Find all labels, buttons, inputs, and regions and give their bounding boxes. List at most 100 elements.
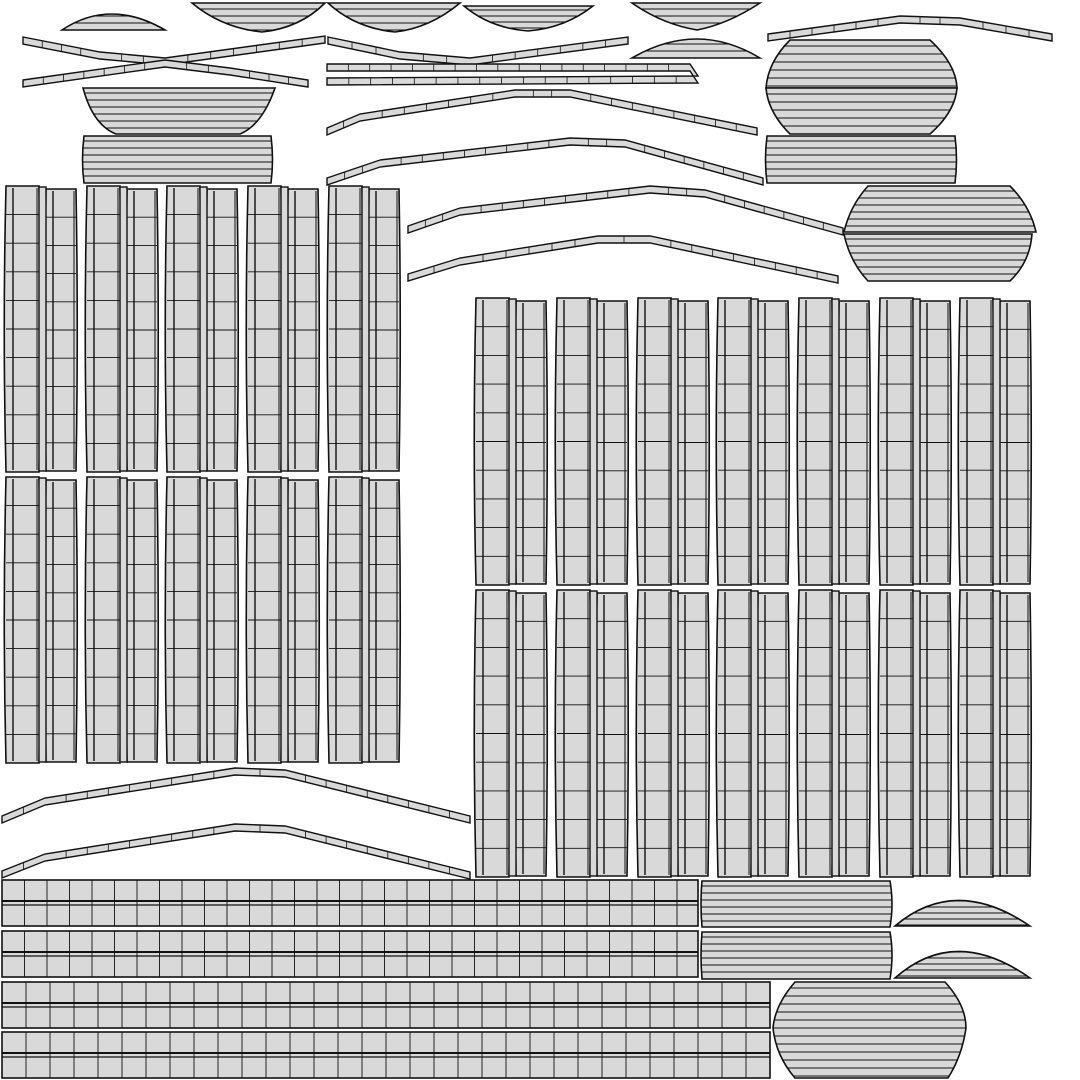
cap-top-4 <box>461 5 596 32</box>
plank-pair-shell <box>796 297 872 586</box>
ribbon-9 <box>407 235 839 284</box>
ribbon-4 <box>326 63 700 86</box>
ribbon-body <box>407 185 844 236</box>
plank-pair-shell <box>635 589 711 878</box>
cap-shells <box>59 2 1038 1079</box>
ribbon-shells <box>1 15 1053 880</box>
cap-dome-right-top <box>765 39 958 89</box>
cap-outline <box>700 931 893 980</box>
plank-gap <box>992 298 1001 585</box>
plank-pair-shell <box>326 476 402 764</box>
plank-pair-shell <box>164 476 240 764</box>
plank-pair-shell <box>877 589 953 878</box>
plank-gap <box>670 298 679 585</box>
ribbon-body <box>1 823 471 880</box>
cap-drum-bottom-2 <box>700 931 893 980</box>
cap-outline <box>843 233 1033 282</box>
plank-pair-shell <box>84 185 160 473</box>
plank-gap <box>992 590 1001 877</box>
plank-pair-shell <box>957 589 1033 878</box>
plank-gap <box>280 186 289 472</box>
plank-gap <box>670 590 679 877</box>
plank-gap <box>508 590 517 877</box>
plank-pair-shell <box>473 297 549 586</box>
rail-strip-shell <box>1 981 771 1029</box>
cap-hatch <box>701 936 892 979</box>
plank-gap <box>750 298 759 585</box>
cap-dome-right2-top <box>842 185 1038 233</box>
plank-gap <box>199 186 208 472</box>
cap-top-5b <box>629 38 763 59</box>
rail-strip-shell <box>1 879 699 927</box>
plank-gap <box>508 298 517 585</box>
plank-pair-shell <box>957 297 1033 586</box>
cap-hatch <box>83 92 275 129</box>
cap-outline <box>461 5 596 32</box>
cap-fill <box>464 6 593 31</box>
plank-gap <box>750 590 759 877</box>
cap-hatch <box>766 45 957 87</box>
plank-gap <box>589 590 598 877</box>
rail-strip-shell <box>1 1031 771 1079</box>
cap-hatch <box>844 190 1036 227</box>
ribbon-body <box>407 235 839 284</box>
cap-outline <box>81 135 274 184</box>
rail-outline <box>1 879 699 927</box>
cap-outline <box>189 2 327 33</box>
plank-gap <box>119 477 128 763</box>
cap-outline <box>772 981 967 1079</box>
cap-fill <box>773 982 966 1078</box>
cap-outline <box>629 38 763 59</box>
cap-dome-right2-bottom <box>843 233 1033 282</box>
plank-pair-shell <box>715 589 791 878</box>
cap-fill <box>328 3 460 32</box>
plank-pair-shell <box>554 297 630 586</box>
plank-pair-shell <box>245 185 321 473</box>
ribbon-body <box>326 63 700 86</box>
ribbon-2 <box>22 59 309 88</box>
plank-gap <box>361 477 370 763</box>
cap-fill <box>766 40 957 88</box>
plank-gap <box>280 477 289 763</box>
cap-top-5a <box>629 2 763 31</box>
cap-fill <box>844 186 1036 232</box>
cap-bowl-left <box>81 87 277 135</box>
plank-column-shells <box>3 185 1033 878</box>
plank-pair-shell <box>715 297 791 586</box>
plank-pair-shell <box>245 476 321 764</box>
cap-fill <box>83 88 275 134</box>
cap-outline <box>59 13 168 31</box>
cap-outline <box>700 880 893 928</box>
plank-pair-shell <box>473 589 549 878</box>
ribbon-8 <box>407 185 844 236</box>
plank-gap <box>38 477 47 763</box>
cap-top-2 <box>189 2 327 33</box>
cap-fill <box>701 881 892 927</box>
ribbon-3 <box>327 36 629 66</box>
cap-dome-right-bottom <box>765 87 958 135</box>
cap-outline <box>81 87 277 135</box>
rail-outline <box>1 930 699 978</box>
cap-hatch <box>82 140 273 183</box>
plank-gap <box>912 298 921 585</box>
ribbon-body <box>767 15 1053 42</box>
ribbon-body <box>22 59 309 88</box>
plank-gap <box>831 298 840 585</box>
cap-outline <box>325 2 463 33</box>
plank-gap <box>912 590 921 877</box>
cap-hatch <box>701 885 892 922</box>
cap-top-1 <box>59 13 168 31</box>
plank-pair-shell <box>796 589 872 878</box>
cap-hatch <box>766 93 957 134</box>
plank-gap <box>119 186 128 472</box>
plank-pair-shell <box>877 297 953 586</box>
plank-pair-shell <box>326 185 402 473</box>
plank-gap <box>38 186 47 472</box>
cap-outline <box>892 899 1033 927</box>
plank-pair-shell <box>3 185 79 473</box>
plank-pair-shell <box>554 589 630 878</box>
cap-hatch <box>765 140 957 183</box>
ribbon-10 <box>1 767 471 825</box>
cap-lens-bottom-1 <box>892 899 1033 927</box>
